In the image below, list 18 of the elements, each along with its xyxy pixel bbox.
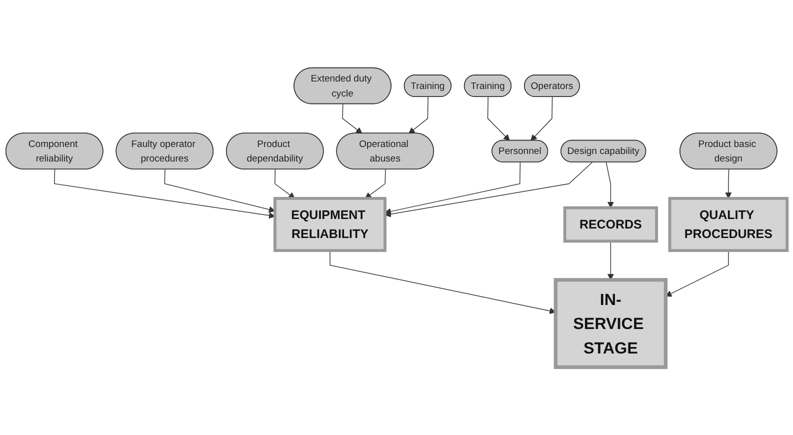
arrow [725,169,732,199]
node-box: QUALITY PROCEDURES [668,196,789,252]
arrow [487,96,510,141]
node-box: EQUIPMENT RELIABILITY [273,196,386,252]
arrow [408,96,428,134]
arrow [164,169,276,213]
arrow [384,162,593,218]
arrow [384,162,521,215]
arrow [606,162,614,208]
arrow [530,96,553,141]
arrow [342,104,362,134]
arrow [364,169,386,199]
arrow [54,169,276,219]
arrow [274,169,296,199]
node-box: RECORDS [563,206,658,243]
node-box: IN-SERVICE STAGE [554,278,668,370]
arrow [607,240,614,280]
arrow [330,250,556,314]
